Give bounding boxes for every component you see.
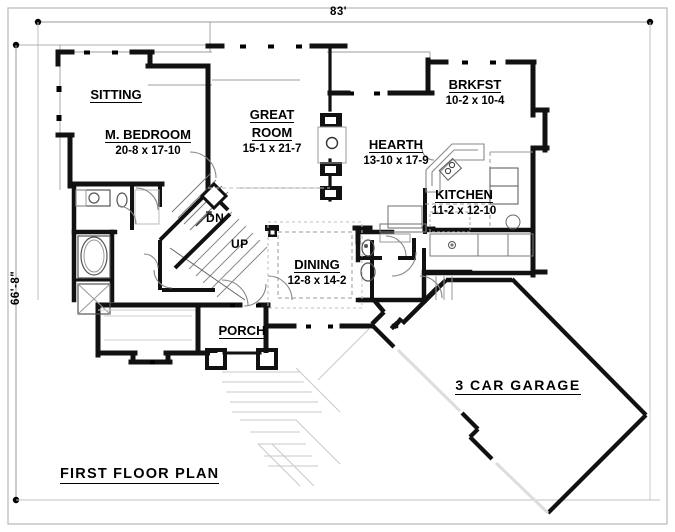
room-hearth-dimension: 13-10 x 17-9 xyxy=(363,155,429,167)
room-sitting-name: SITTING xyxy=(90,87,142,103)
room-kitchen: KITCHEN 11-2 x 12-10 xyxy=(415,186,513,218)
room-great-room-name-line2: ROOM xyxy=(251,125,293,141)
room-breakfast-dimension: 10-2 x 10-4 xyxy=(445,95,505,107)
stair-down-label: DN xyxy=(206,211,225,225)
room-garage: 3 CAR GARAGE xyxy=(448,377,588,395)
room-porch: PORCH xyxy=(206,322,278,340)
room-dining-dimension: 12-8 x 14-2 xyxy=(287,275,347,287)
room-hearth-name: HEARTH xyxy=(368,137,424,153)
room-dining: DINING 12-8 x 14-2 xyxy=(281,256,353,288)
fixtures xyxy=(75,143,534,487)
room-great-room: GREAT ROOM 15-1 x 21-7 xyxy=(228,106,316,156)
room-porch-name: PORCH xyxy=(218,323,266,339)
garage-upper-wall xyxy=(421,277,512,304)
room-dining-name: DINING xyxy=(294,257,340,273)
room-hearth: HEARTH 13-10 x 17-9 xyxy=(340,136,452,168)
room-master-bedroom: M. BEDROOM 20-8 x 17-10 xyxy=(84,126,212,158)
overall-width-dimension: 83' xyxy=(330,6,348,18)
page-title-text: FIRST FLOOR PLAN xyxy=(60,466,220,484)
room-breakfast-name: BRKFST xyxy=(448,77,502,93)
page-title: FIRST FLOOR PLAN xyxy=(60,465,220,484)
sheet-border xyxy=(7,7,668,525)
room-great-room-dimension: 15-1 x 21-7 xyxy=(242,143,302,155)
room-great-room-name: GREAT xyxy=(249,107,295,123)
room-breakfast: BRKFST 10-2 x 10-4 xyxy=(431,76,519,108)
garage-outline xyxy=(317,277,651,515)
room-garage-name: 3 CAR GARAGE xyxy=(455,377,581,395)
room-kitchen-dimension: 11-2 x 12-10 xyxy=(431,205,497,217)
overall-depth-dimension: 66'-8" xyxy=(10,270,22,305)
stair-up-label: UP xyxy=(231,237,249,251)
room-kitchen-name: KITCHEN xyxy=(435,187,493,203)
room-sitting: SITTING xyxy=(68,86,164,104)
room-master-bedroom-dimension: 20-8 x 17-10 xyxy=(115,145,181,157)
mudroom-walls xyxy=(342,270,533,329)
dimension-lines xyxy=(12,18,660,504)
walls xyxy=(55,43,550,370)
room-master-bedroom-name: M. BEDROOM xyxy=(105,127,191,143)
